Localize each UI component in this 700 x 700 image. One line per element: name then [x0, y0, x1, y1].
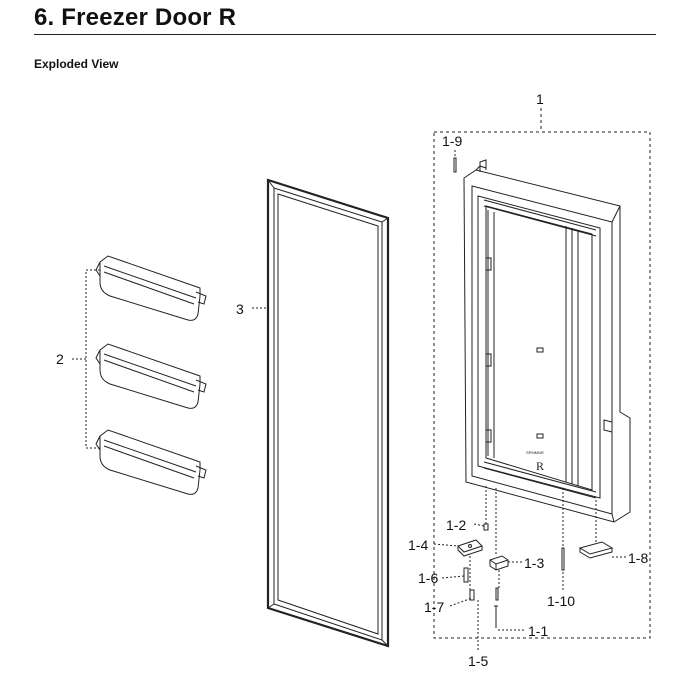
door-small-text: SPMMNR: [526, 450, 544, 455]
callout-1-3: 1-3: [524, 555, 544, 571]
callout-leaders: [433, 523, 626, 650]
callout-1-7: 1-7: [424, 599, 444, 615]
section-subtitle: Exploded View: [34, 57, 119, 71]
callout-1-1: 1-1: [528, 623, 548, 639]
callout-1-10: 1-10: [547, 593, 575, 609]
projection-lines: [454, 150, 597, 590]
hinge-block: [489, 555, 509, 571]
callout-1: 1: [536, 91, 544, 107]
door-bin-middle: [95, 343, 207, 409]
page-title: 6. Freezer Door R: [34, 4, 237, 31]
door-body: [463, 159, 631, 523]
hinge-plate: [457, 539, 483, 557]
callout-1-5: 1-5: [468, 653, 488, 669]
door-cap: [578, 541, 614, 559]
callout-1-8: 1-8: [628, 550, 648, 566]
callout-1-9: 1-9: [442, 133, 462, 149]
door-gasket: [266, 178, 390, 648]
callout-3: 3: [236, 301, 244, 317]
callout-2: 2: [56, 351, 64, 367]
callout-1-2: 1-2: [446, 517, 466, 533]
bins-leader-bracket: [72, 269, 100, 449]
door-bin-top: [95, 255, 207, 321]
callout-1-6: 1-6: [418, 570, 438, 586]
title-divider: [34, 34, 656, 35]
small-parts: [453, 157, 565, 628]
assembly-group-box: [433, 108, 651, 639]
door-bin-bottom: [95, 429, 207, 495]
door-r-marking: R: [536, 459, 544, 473]
callout-1-4: 1-4: [408, 537, 428, 553]
